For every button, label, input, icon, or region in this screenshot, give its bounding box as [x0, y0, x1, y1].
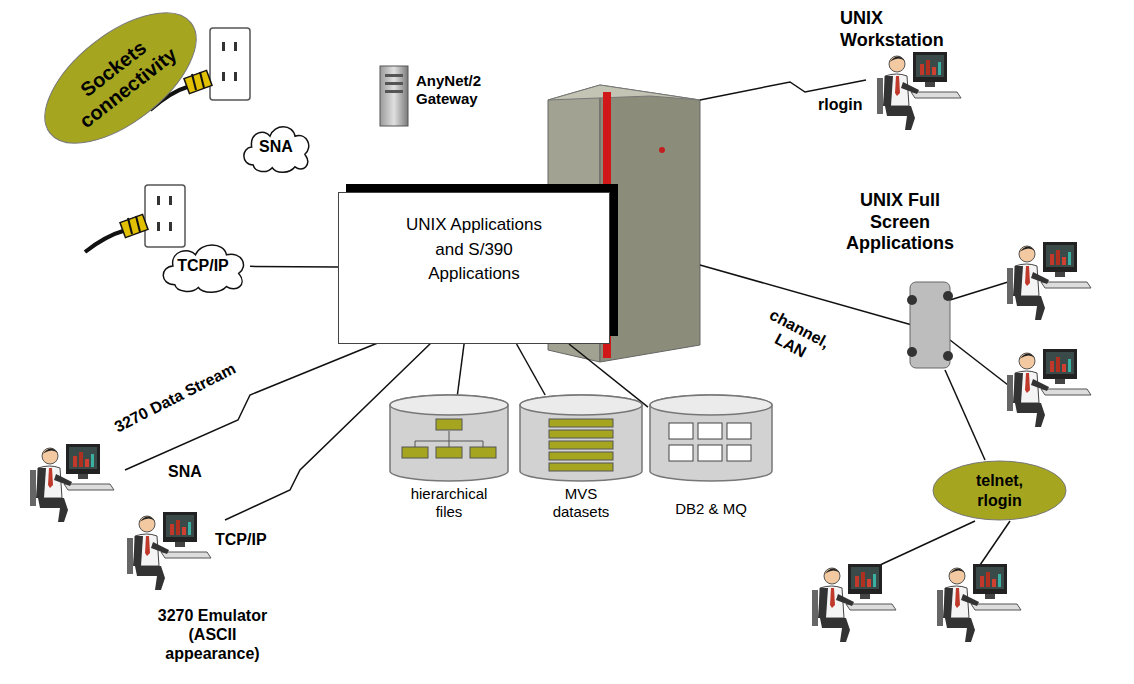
communication-line	[700, 265, 912, 325]
storage-icon	[549, 419, 613, 471]
power-plug	[120, 214, 148, 237]
gateway-server	[385, 74, 403, 77]
hub-device	[907, 347, 917, 357]
text-group: telnet, rlogin	[962, 471, 1037, 509]
access-ellipse-outline	[932, 460, 1067, 521]
protocol-label: SNA	[168, 462, 218, 481]
storage-icon	[402, 419, 496, 458]
power-outlet	[234, 72, 237, 81]
text-group: MVS datasets	[536, 485, 626, 521]
node-text: TCP/IP	[177, 256, 229, 275]
power-outlet	[145, 185, 185, 247]
power-outlet	[222, 72, 225, 81]
node-text: UNIX Applications and S/390 Applications	[392, 213, 557, 287]
connector-line	[457, 344, 464, 395]
workstation-label: UNIX Workstation	[840, 8, 960, 51]
cylinder-top	[520, 395, 642, 415]
connector-line	[250, 266, 338, 268]
gateway-server	[380, 66, 408, 126]
communication-line	[950, 340, 1008, 385]
access-ellipse: telnet, rlogin	[932, 460, 1067, 521]
user-terminal	[812, 564, 896, 642]
text-group: hierarchical files	[404, 485, 494, 521]
gateway-server	[380, 66, 408, 126]
hub-device	[943, 291, 953, 301]
node-text: hierarchical files	[404, 485, 494, 521]
user-terminal	[877, 52, 961, 130]
text-group: UNIX Applications and S/390 Applications	[392, 213, 557, 287]
text-group: SNA	[259, 137, 293, 156]
communication-line	[945, 370, 985, 460]
communication-line	[880, 521, 975, 565]
mainframe	[548, 85, 700, 100]
cloud-shape	[244, 127, 309, 173]
power-outlet	[157, 196, 160, 205]
user-terminal	[937, 564, 1021, 642]
power-outlet	[234, 42, 237, 51]
storage-cylinder: DB2 & MQ	[648, 395, 774, 520]
connector-line	[517, 344, 546, 395]
user-terminal	[127, 512, 211, 590]
communication-line	[125, 80, 1010, 565]
node-text: SNA	[259, 137, 293, 156]
user-terminal	[30, 444, 114, 522]
text-group: DB2 & MQ	[675, 500, 747, 518]
power-outlet	[169, 222, 172, 231]
network-cloud: TCP/IP	[156, 238, 250, 294]
storage-icon	[669, 423, 751, 461]
node-text: MVS datasets	[536, 485, 626, 521]
power-outlet	[169, 196, 172, 205]
gateway-server	[385, 82, 403, 85]
cylinder-top	[390, 395, 508, 415]
communication-line	[950, 282, 1008, 300]
power-plug	[85, 214, 148, 252]
cloud-shape	[163, 245, 243, 292]
hub-device	[907, 295, 917, 305]
cylinder-body	[390, 395, 508, 481]
application-box: UNIX Applications and S/390 Applications	[338, 192, 610, 344]
power-plug	[128, 218, 132, 234]
power-plug	[200, 72, 204, 88]
link-label: channel, LAN	[751, 301, 840, 372]
power-outlet	[210, 28, 250, 100]
node-text: telnet, rlogin	[962, 471, 1037, 509]
protocol-label: TCP/IP	[215, 530, 275, 549]
communication-line	[980, 521, 1010, 565]
storage-cylinder: MVS datasets	[518, 395, 644, 523]
connectivity-ellipse: Sockets connectivity	[21, 0, 219, 169]
power-plug	[136, 216, 140, 232]
node-text: DB2 & MQ	[675, 500, 747, 518]
datastream-label: 3270 Data Stream	[99, 353, 250, 443]
gateway-label: AnyNet/2 Gateway	[416, 72, 498, 108]
power-outlet	[222, 42, 225, 51]
power-outlet	[210, 28, 250, 100]
cylinder-top	[650, 395, 772, 415]
mainframe	[659, 147, 665, 153]
ellipse-shape	[933, 461, 1066, 520]
power-plug	[184, 70, 212, 93]
network-cloud: SNA	[238, 120, 314, 174]
power-outlet	[145, 185, 185, 247]
cylinder-body	[650, 395, 772, 481]
hub-device	[907, 282, 953, 368]
emulator-label: 3270 Emulator (ASCII appearance)	[150, 606, 275, 664]
power-plug	[192, 74, 196, 90]
power-plug	[85, 230, 126, 252]
hub-device	[943, 351, 953, 361]
gateway-server	[385, 90, 403, 93]
cylinder-body	[520, 395, 642, 481]
mainframe	[600, 85, 700, 362]
user-terminal	[1007, 242, 1091, 320]
ellipse-shape	[23, 0, 218, 168]
storage-cylinder: hierarchical files	[388, 395, 510, 523]
user-terminal	[1007, 349, 1091, 427]
application-label: UNIX Full Screen Applications	[835, 190, 965, 255]
protocol-label: rlogin	[818, 95, 878, 114]
power-outlet	[157, 222, 160, 231]
text-group: TCP/IP	[177, 256, 229, 275]
